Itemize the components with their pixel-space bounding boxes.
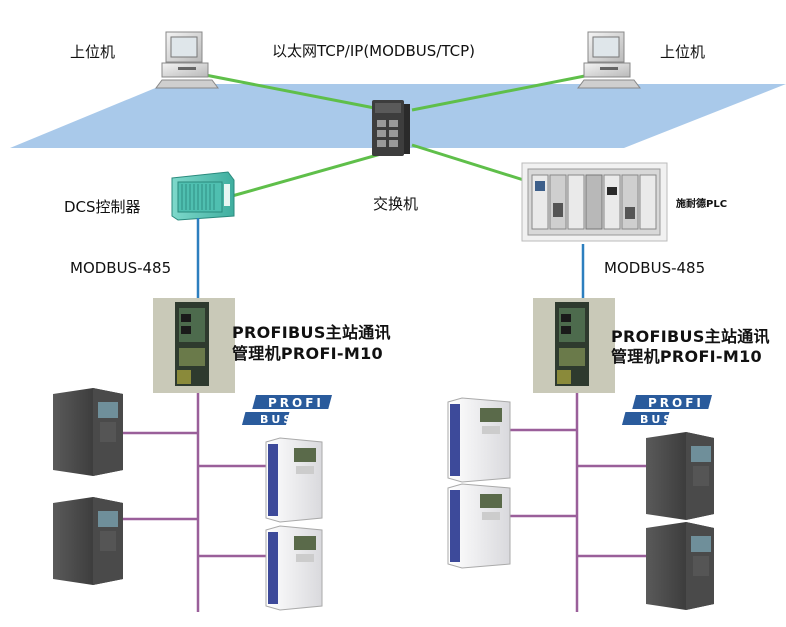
svg-text:BUS: BUS [260, 413, 294, 426]
computer-icon [155, 31, 219, 89]
host-right-label: 上位机 [660, 43, 706, 61]
dcs-controller-icon [171, 171, 235, 221]
ethernet-links [189, 70, 606, 198]
inverter-drive-icon [646, 432, 714, 520]
dcs-label: DCS控制器 [64, 198, 141, 216]
gateway-module-icon [153, 298, 235, 393]
inverter-drive-icon [265, 437, 323, 523]
rs485-links [196, 218, 585, 300]
modbus-left-label: MODBUS-485 [70, 259, 172, 277]
manager-right-line1: PROFIBUS主站通讯 [611, 327, 770, 346]
profibus-logo: PROFI BUS [621, 395, 712, 426]
plc-rack-icon [521, 162, 668, 242]
switch-label: 交换机 [373, 195, 419, 213]
inverter-drive-icon [53, 388, 123, 476]
svg-text:PROFI: PROFI [268, 396, 324, 410]
profibus-links [120, 392, 648, 612]
manager-right-line2: 管理机PROFI-M10 [611, 347, 762, 366]
profibus-logo: PROFI BUS [241, 395, 332, 426]
plc-label: 施耐德PLC [676, 199, 728, 210]
inverter-drive-icon [447, 483, 511, 569]
svg-text:BUS: BUS [640, 413, 674, 426]
inverter-drive-icon [646, 522, 714, 610]
inverter-drive-icon [265, 525, 323, 611]
network-switch-icon [372, 100, 410, 156]
svg-text:PROFI: PROFI [648, 396, 704, 410]
host-left-label: 上位机 [70, 43, 116, 61]
manager-left-line2: 管理机PROFI-M10 [232, 344, 383, 363]
gateway-module-icon [533, 298, 615, 393]
computer-icon [577, 31, 641, 89]
manager-left-line1: PROFIBUS主站通讯 [232, 323, 391, 342]
inverter-drive-icon [53, 497, 123, 585]
modbus-right-label: MODBUS-485 [604, 259, 706, 277]
inverter-drive-icon [447, 397, 511, 483]
ethernet-label: 以太网TCP/IP(MODBUS/TCP) [272, 42, 475, 60]
